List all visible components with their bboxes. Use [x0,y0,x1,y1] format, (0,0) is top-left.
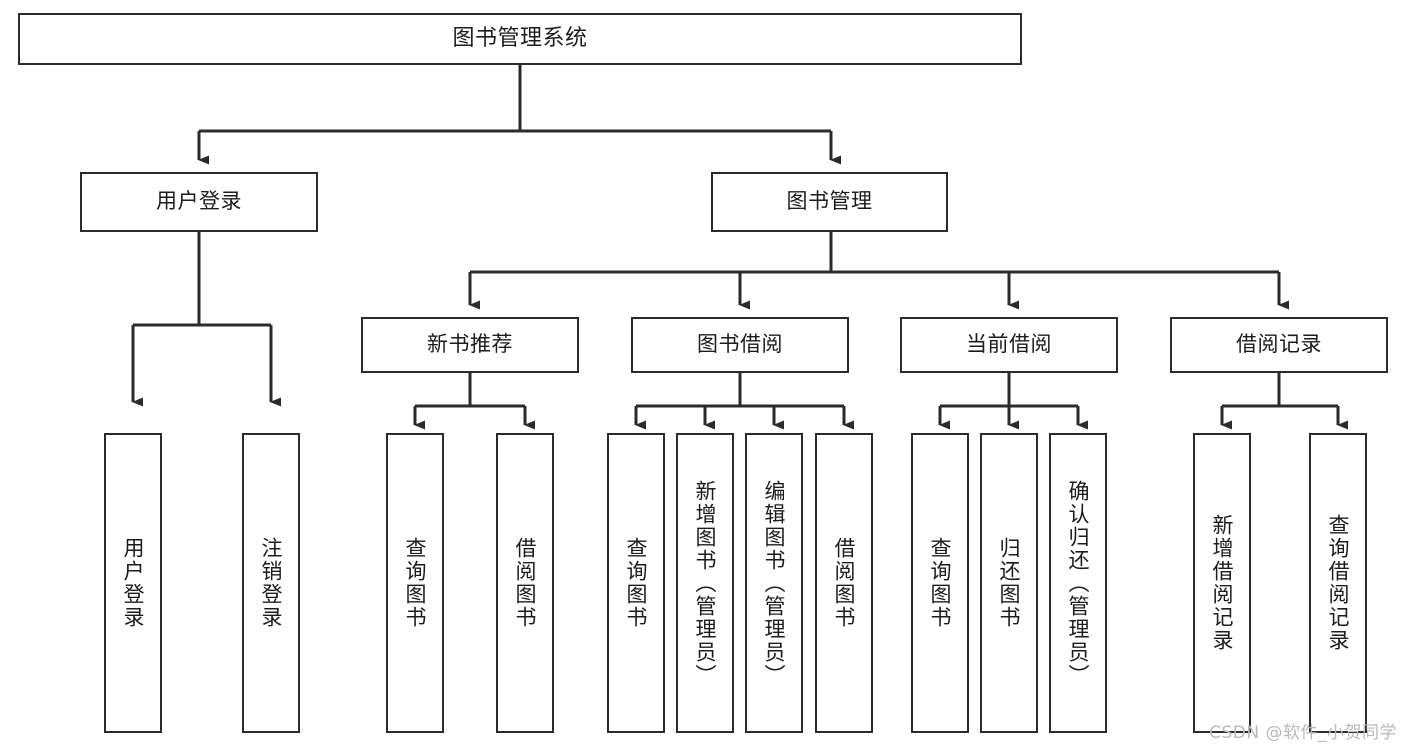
node-user-login-label: 用户登录 [156,189,242,214]
node-current-borrow-label: 当前借阅 [966,332,1052,357]
leaf-query-book-1[interactable]: 查询图书 [386,433,444,733]
leaf-borrow-book-2-label: 借阅图书 [832,537,857,629]
node-book-borrow-label: 图书借阅 [697,332,783,357]
leaf-add-book[interactable]: 新增图书（管理员） [676,433,734,733]
leaf-query-record-label: 查询借阅记录 [1326,514,1351,652]
leaf-query-book-2[interactable]: 查询图书 [607,433,665,733]
node-root[interactable]: 图书管理系统 [18,13,1022,65]
leaf-confirm-return[interactable]: 确认归还（管理员） [1049,433,1107,733]
node-book-manage-label: 图书管理 [786,189,873,214]
leaf-query-book-1-label: 查询图书 [403,537,428,629]
leaf-query-record[interactable]: 查询借阅记录 [1309,433,1367,733]
node-new-book-rec[interactable]: 新书推荐 [361,317,579,373]
leaf-query-book-3[interactable]: 查询图书 [911,433,969,733]
leaf-query-book-2-label: 查询图书 [624,537,649,629]
leaf-edit-book[interactable]: 编辑图书（管理员） [745,433,803,733]
leaf-user-login[interactable]: 用户登录 [104,433,162,733]
node-user-login[interactable]: 用户登录 [80,172,318,232]
node-borrow-record[interactable]: 借阅记录 [1170,317,1388,373]
node-book-borrow[interactable]: 图书借阅 [631,317,849,373]
csdn-watermark: CSDN @软件_小贺同学 [1209,723,1397,743]
leaf-user-logout[interactable]: 注销登录 [242,433,300,733]
node-book-manage[interactable]: 图书管理 [711,172,948,232]
leaf-add-record-label: 新增借阅记录 [1210,514,1235,652]
node-root-label: 图书管理系统 [452,25,588,51]
node-borrow-record-label: 借阅记录 [1236,332,1322,357]
leaf-borrow-book-1-label: 借阅图书 [513,537,538,629]
leaf-return-book[interactable]: 归还图书 [980,433,1038,733]
leaf-query-book-3-label: 查询图书 [928,537,953,629]
leaf-edit-book-label: 编辑图书（管理员） [762,479,787,687]
leaf-user-logout-label: 注销登录 [259,537,284,629]
leaf-add-record[interactable]: 新增借阅记录 [1193,433,1251,733]
node-new-book-rec-label: 新书推荐 [427,332,513,357]
leaf-return-book-label: 归还图书 [997,537,1022,629]
node-current-borrow[interactable]: 当前借阅 [900,317,1118,373]
leaf-borrow-book-2[interactable]: 借阅图书 [815,433,873,733]
leaf-user-login-label: 用户登录 [121,537,146,629]
leaf-borrow-book-1[interactable]: 借阅图书 [496,433,554,733]
leaf-add-book-label: 新增图书（管理员） [693,479,718,687]
leaf-confirm-return-label: 确认归还（管理员） [1066,479,1091,687]
